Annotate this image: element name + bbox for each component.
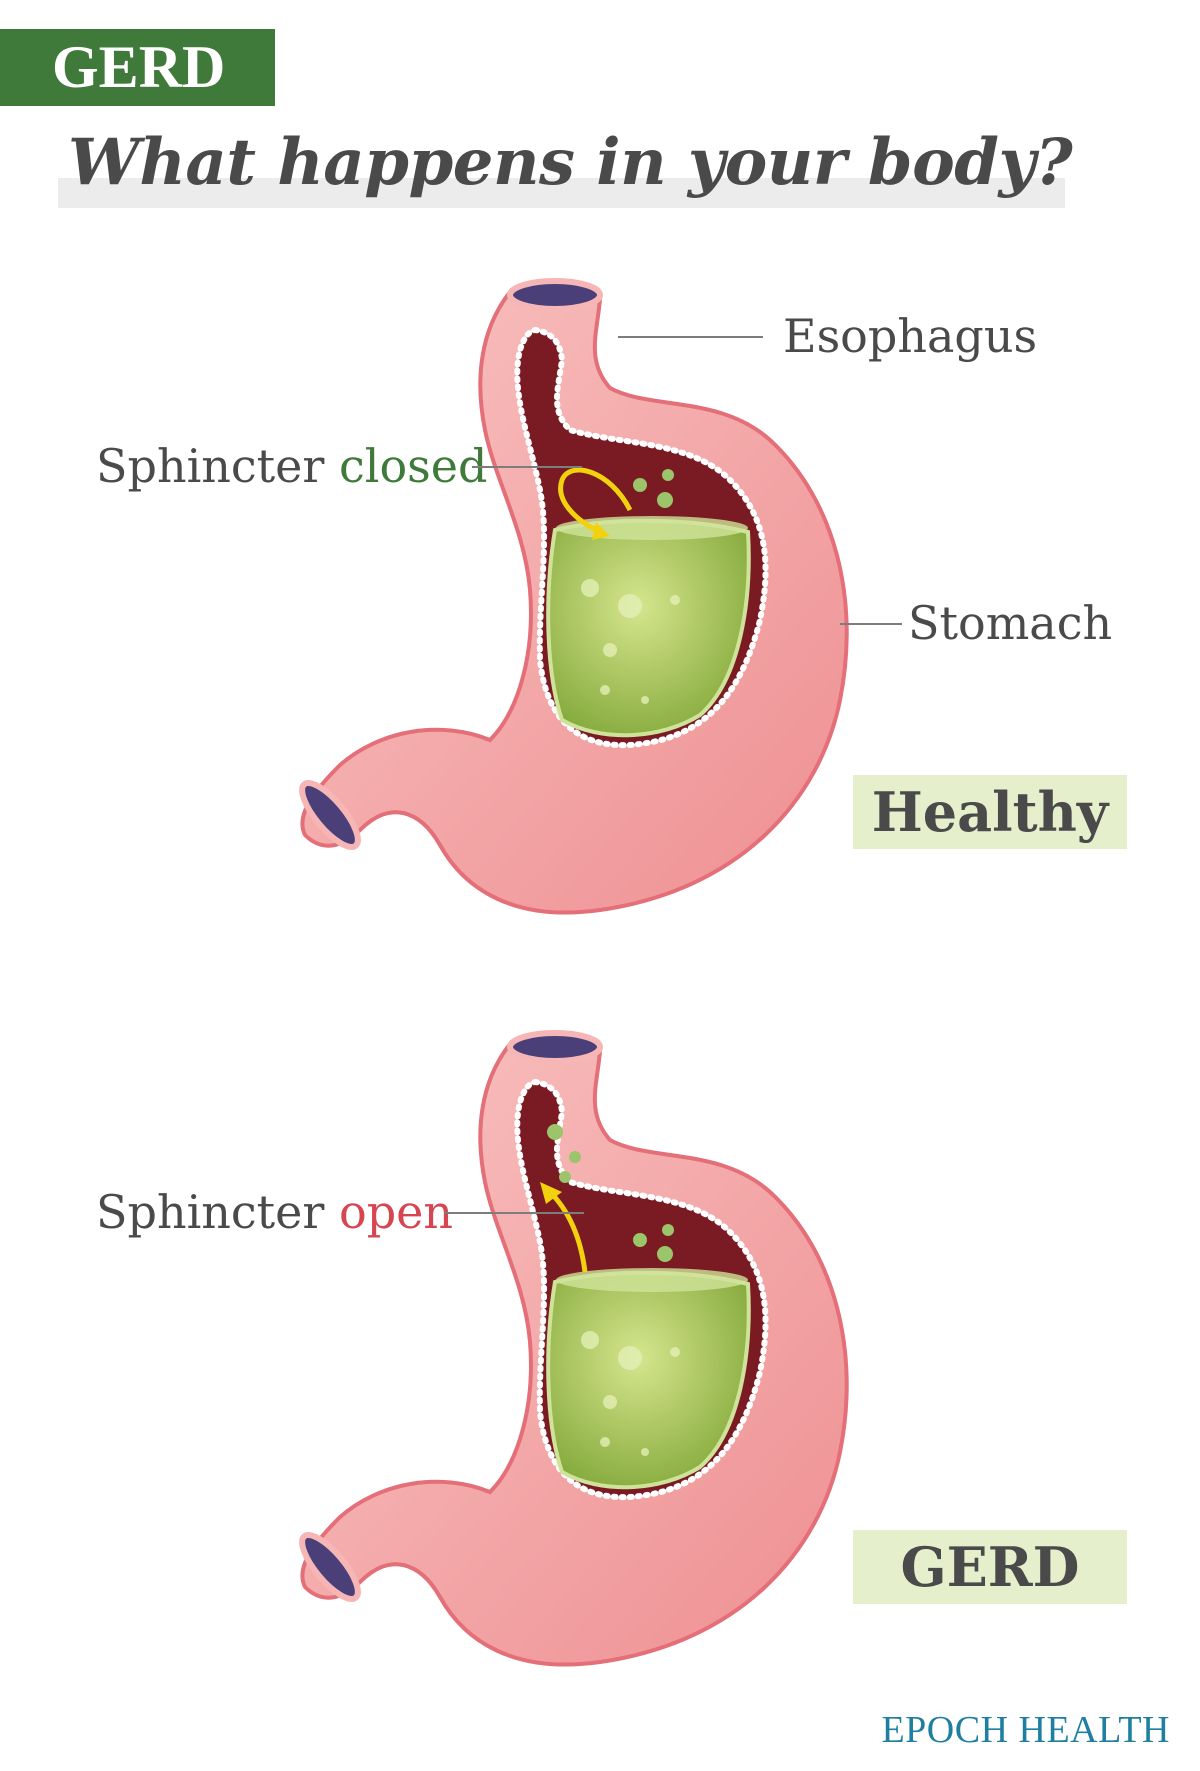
sphincter-state-closed: closed <box>339 439 488 493</box>
stomach-leader-line <box>840 623 902 625</box>
esophagus-label: Esophagus <box>783 309 1038 363</box>
stomach-label: Stomach <box>908 596 1113 650</box>
gerd-stomach-illustration <box>299 1030 849 1667</box>
healthy-badge: Healthy <box>853 775 1127 849</box>
page-title: What happens in your body? <box>68 125 1073 200</box>
esophagus-leader-line <box>618 336 763 338</box>
sphincter-closed-label: Sphincter closed <box>96 443 487 489</box>
esophagus-opening <box>507 278 603 312</box>
sphincter-state-open: open <box>339 1185 454 1239</box>
sphincter-open-leader-line <box>444 1212 584 1214</box>
acid-blocked-arrow <box>558 467 633 535</box>
sphincter-word: Sphincter <box>96 1185 325 1239</box>
sphincter-open-label: Sphincter open <box>96 1189 453 1235</box>
topic-tag: GERD <box>0 29 275 106</box>
gerd-badge: GERD <box>853 1530 1127 1604</box>
esophagus-opening <box>507 1030 603 1064</box>
healthy-stomach-illustration <box>299 278 849 915</box>
duodenum-opening <box>299 780 361 850</box>
title-highlight <box>58 178 1065 208</box>
brand-logo: EPOCH HEALTH <box>881 1709 1170 1751</box>
duodenum-opening <box>299 1532 361 1602</box>
sphincter-closed-leader-line <box>472 466 582 468</box>
sphincter-word: Sphincter <box>96 439 325 493</box>
